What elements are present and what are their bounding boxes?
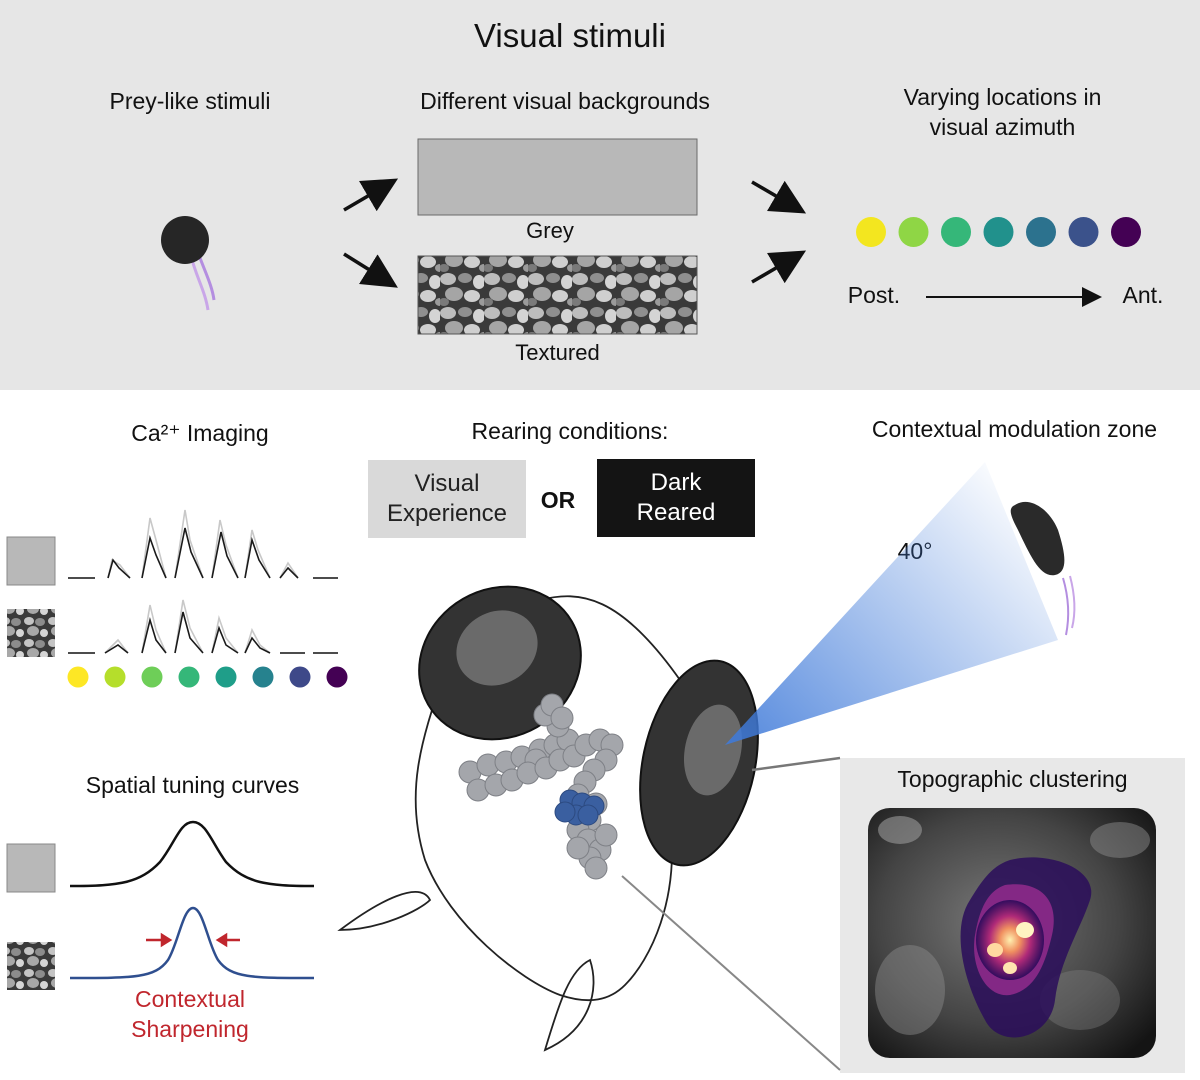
larva-head-outline [337, 595, 681, 1052]
imaging-dot [178, 666, 200, 688]
prey-stimulus-icon [161, 216, 216, 311]
textured-background-swatch [417, 255, 698, 335]
imaging-dot [252, 666, 274, 688]
imaging-dot [326, 666, 348, 688]
textured-tuning-swatch [7, 942, 55, 990]
location-dot [941, 217, 971, 247]
location-dot [856, 217, 886, 247]
textured-condition-swatch [7, 609, 55, 657]
modulation-zone-heading: Contextual modulation zone [871, 416, 1158, 442]
imaging-location-dots [67, 666, 348, 688]
or-label: OR [540, 487, 576, 513]
calcium-traces [68, 509, 338, 654]
imaging-dot [289, 666, 311, 688]
panel-title: Visual stimuli [474, 17, 666, 54]
imaging-heading: Ca²⁺ Imaging [131, 420, 269, 446]
sharpening-arrows [146, 932, 240, 948]
highlighted-neuron-cell [554, 801, 576, 823]
neuron-cell [584, 856, 608, 880]
zone-prey-icon [1010, 501, 1076, 636]
tuning-heading: Spatial tuning curves [85, 772, 300, 798]
posterior-label: Post. [847, 282, 901, 308]
sharpening-line2: Sharpening [131, 1016, 249, 1042]
flow-arrows [343, 178, 1102, 307]
locations-label-line1: Varying locations in [903, 84, 1102, 110]
location-dot [898, 217, 929, 247]
neuron-cell [566, 836, 590, 860]
imaging-dot [141, 666, 163, 688]
location-dot [983, 217, 1014, 247]
textured-background-label: Textured [515, 340, 600, 365]
rearing-heading: Rearing conditions: [471, 418, 669, 444]
grey-tuning-curve [69, 820, 315, 888]
visual-experience-line2: Experience [386, 500, 508, 527]
prey-stimuli-label: Prey-like stimuli [109, 88, 271, 114]
imaging-dot [104, 666, 126, 688]
sharpening-line1: Contextual [135, 986, 245, 1012]
grey-background-swatch [417, 138, 698, 216]
highlighted-neuron-cell [577, 804, 599, 826]
tectum-neuron-clusters [458, 693, 624, 880]
right-eye [639, 659, 759, 867]
imaging-dot [215, 666, 237, 688]
location-dot [1111, 217, 1141, 247]
dark-reared-line1: Dark [650, 469, 702, 496]
textured-tuning-curve [69, 906, 315, 980]
visual-field-cone [725, 462, 1058, 745]
anterior-label: Ant. [1122, 282, 1164, 308]
location-dot [1026, 217, 1056, 247]
backgrounds-label: Different visual backgrounds [420, 88, 710, 114]
azimuth-location-dots [856, 217, 1141, 247]
grey-condition-swatch [6, 536, 56, 586]
grey-background-label: Grey [526, 218, 574, 243]
neuron-cell [550, 706, 574, 730]
topographic-heatmap [868, 808, 1156, 1058]
dark-reared-line2: Reared [636, 499, 716, 526]
connector-line-bottom [621, 875, 841, 1071]
left-eye [418, 585, 582, 741]
grey-tuning-swatch [6, 843, 56, 893]
imaging-dot [67, 666, 89, 688]
connector-line-top [751, 756, 841, 772]
topographic-heading: Topographic clustering [897, 766, 1128, 792]
neuron-cell [594, 823, 618, 847]
locations-label-line2: visual azimuth [929, 114, 1076, 140]
location-dot [1068, 217, 1099, 247]
visual-experience-line1: Visual [414, 470, 480, 497]
